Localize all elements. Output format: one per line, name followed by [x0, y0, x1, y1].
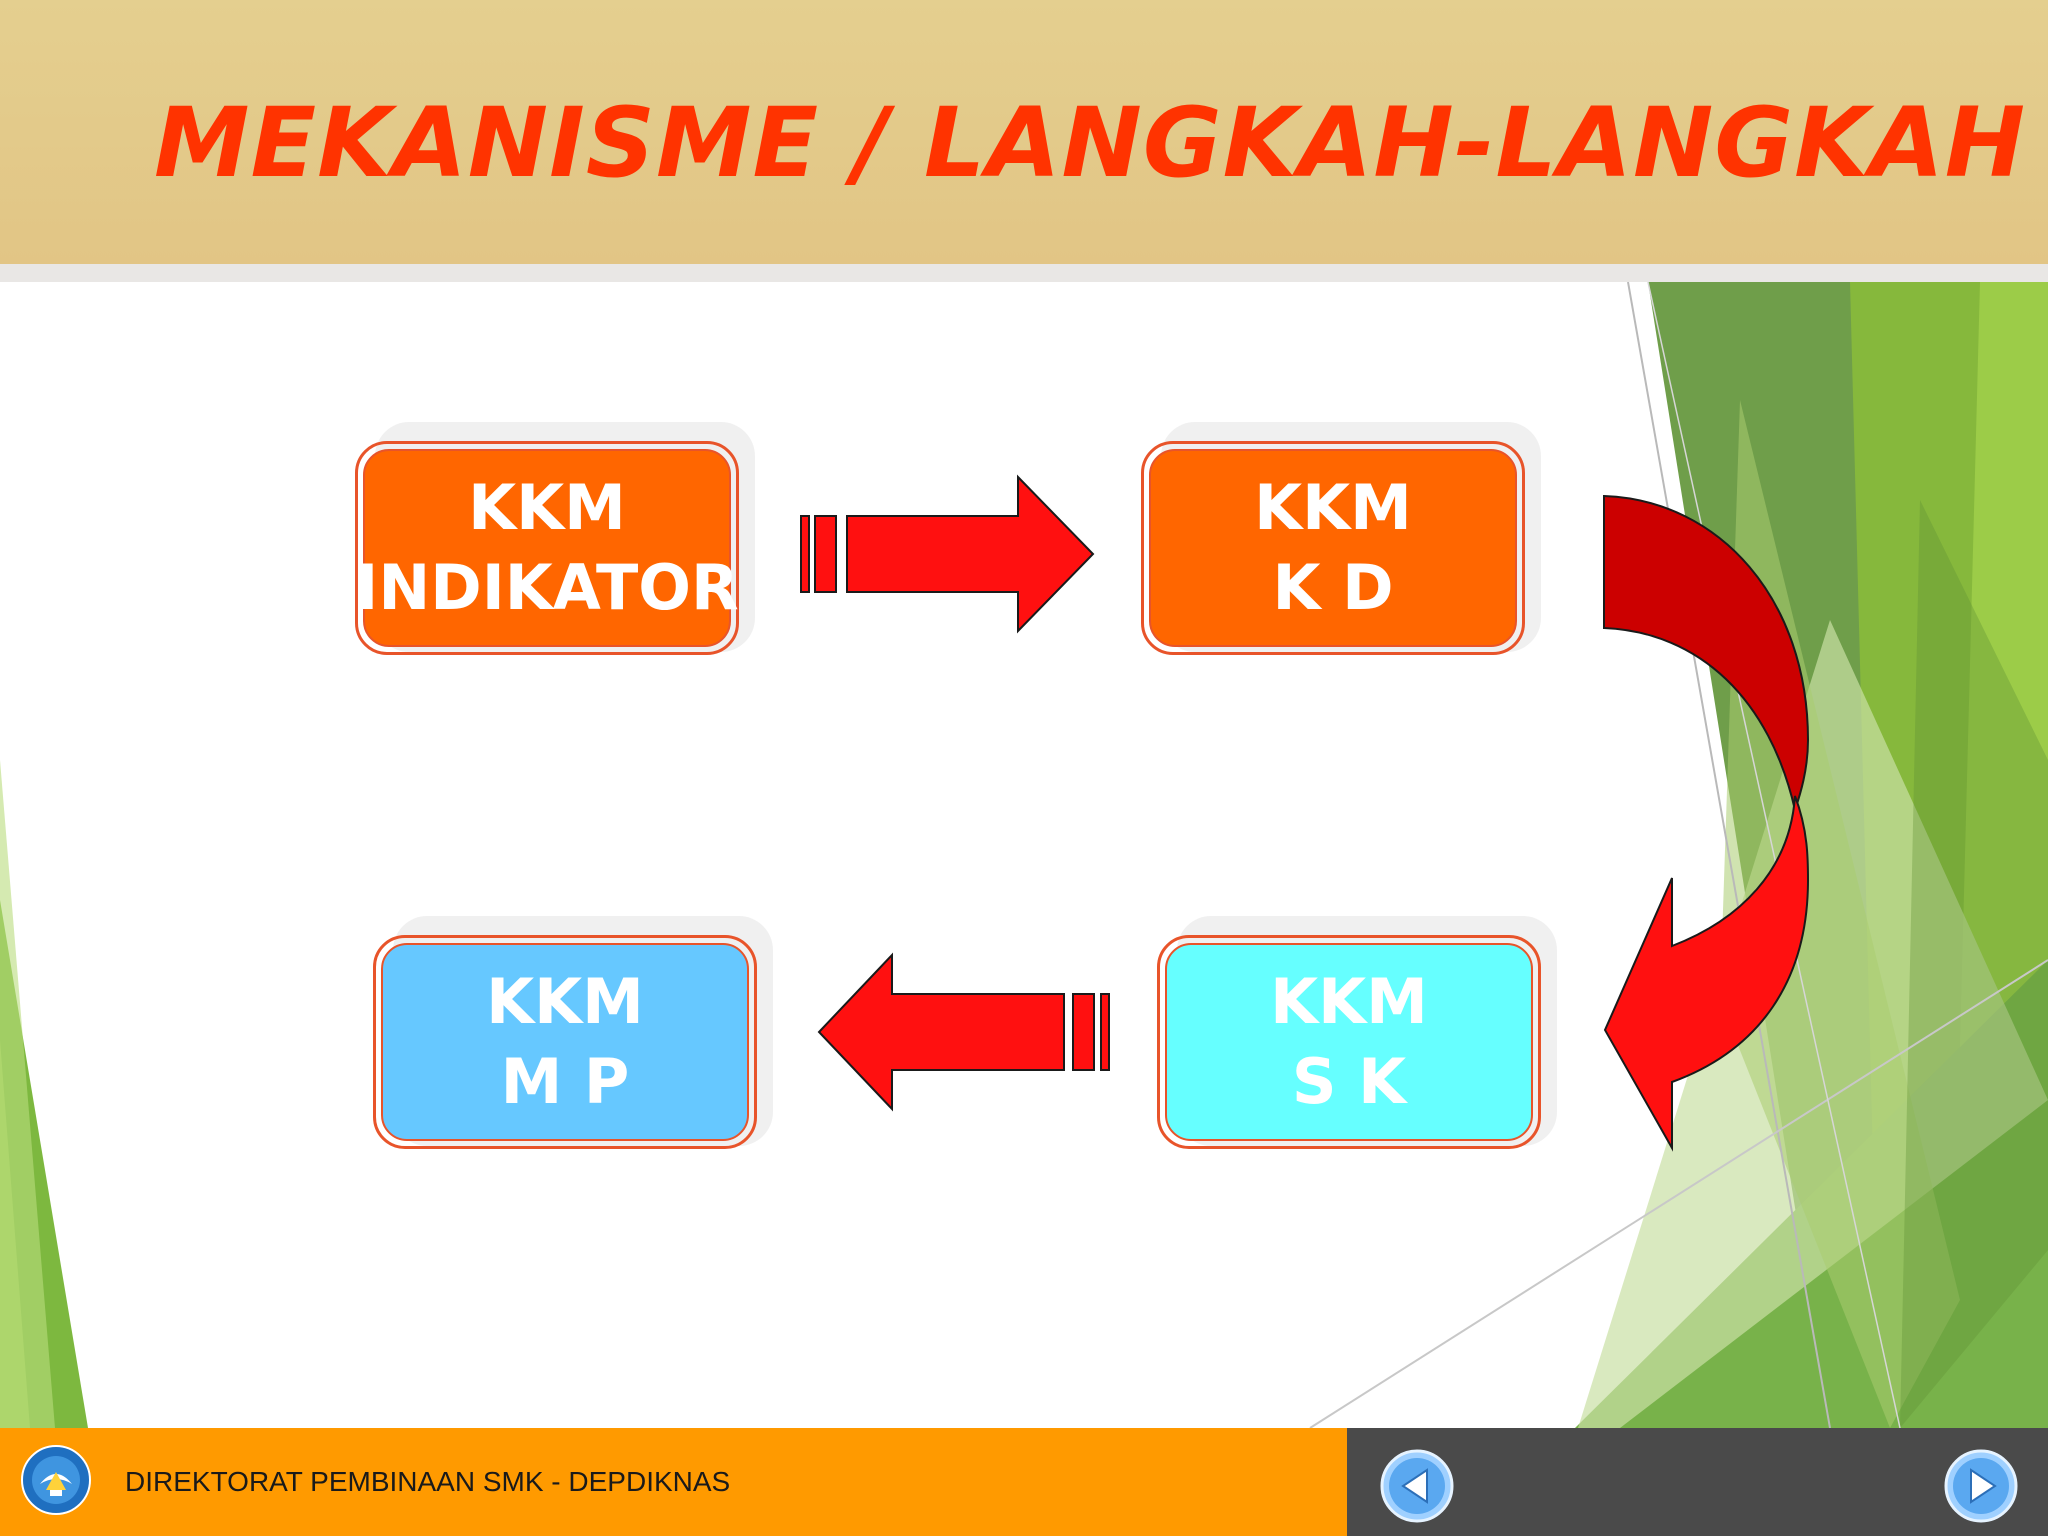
node-fill: KKM S K — [1165, 943, 1533, 1141]
node-line-2: INDIKATOR — [355, 551, 739, 624]
arrow-stripe — [1100, 993, 1110, 1071]
node-fill: KKM INDIKATOR — [355, 449, 739, 647]
arrow-stripe — [1072, 993, 1095, 1071]
arrow-sk-to-mp — [817, 952, 1110, 1112]
chevron-right-icon — [1970, 1468, 1997, 1504]
footer-right-bar — [1347, 1428, 2048, 1536]
next-slide-button[interactable] — [1943, 1448, 2019, 1524]
footer-text: DIREKTORAT PEMBINAAN SMK - DEPDIKNAS — [125, 1466, 731, 1497]
arrow-stripe — [814, 515, 837, 593]
node-fill: KKM M P — [381, 943, 749, 1141]
arrow-kd-to-sk — [1603, 494, 1810, 1152]
node-kkm-indikator: KKM INDIKATOR — [355, 441, 739, 655]
decor-line-3 — [1647, 281, 1901, 1429]
footer-left-bar: DIREKTORAT PEMBINAAN SMK - DEPDIKNAS — [0, 1428, 1347, 1536]
arrow-stripe — [800, 515, 810, 593]
node-kkm-mp: KKM M P — [373, 935, 757, 1149]
node-fill: KKM K D — [1149, 449, 1517, 647]
green-left-wedge-pale — [0, 760, 55, 1428]
node-line-2: S K — [1291, 1045, 1407, 1118]
arrow-body — [846, 474, 1095, 634]
arrow-body — [817, 952, 1065, 1112]
chevron-left-icon — [1401, 1468, 1428, 1504]
curved-arrow-lower — [1603, 795, 1810, 1152]
node-line-2: M P — [500, 1045, 630, 1118]
prev-slide-button[interactable] — [1379, 1448, 1455, 1524]
node-kkm-sk: KKM S K — [1157, 935, 1541, 1149]
curved-arrow-upper — [1603, 494, 1810, 814]
title-band — [0, 0, 2048, 264]
node-line-1: KKM — [1254, 471, 1412, 544]
node-kkm-kd: KKM K D — [1141, 441, 1525, 655]
node-line-1: KKM — [1270, 965, 1428, 1038]
node-line-2: K D — [1272, 551, 1394, 624]
node-line-1: KKM — [468, 471, 626, 544]
green-wedge-shadow — [1900, 500, 2048, 1428]
footer: DIREKTORAT PEMBINAAN SMK - DEPDIKNAS — [0, 1428, 2048, 1536]
title-rule — [0, 264, 2048, 282]
node-line-1: KKM — [486, 965, 644, 1038]
tut-wuri-handayani-logo — [21, 1445, 91, 1515]
arrow-indikator-to-kd — [800, 474, 1095, 634]
slide-title: MEKANISME / LANGKAH-LANGKAH : — [154, 87, 2048, 199]
decor-line-2 — [1309, 959, 2048, 1429]
decor-line-1 — [1627, 281, 1831, 1429]
